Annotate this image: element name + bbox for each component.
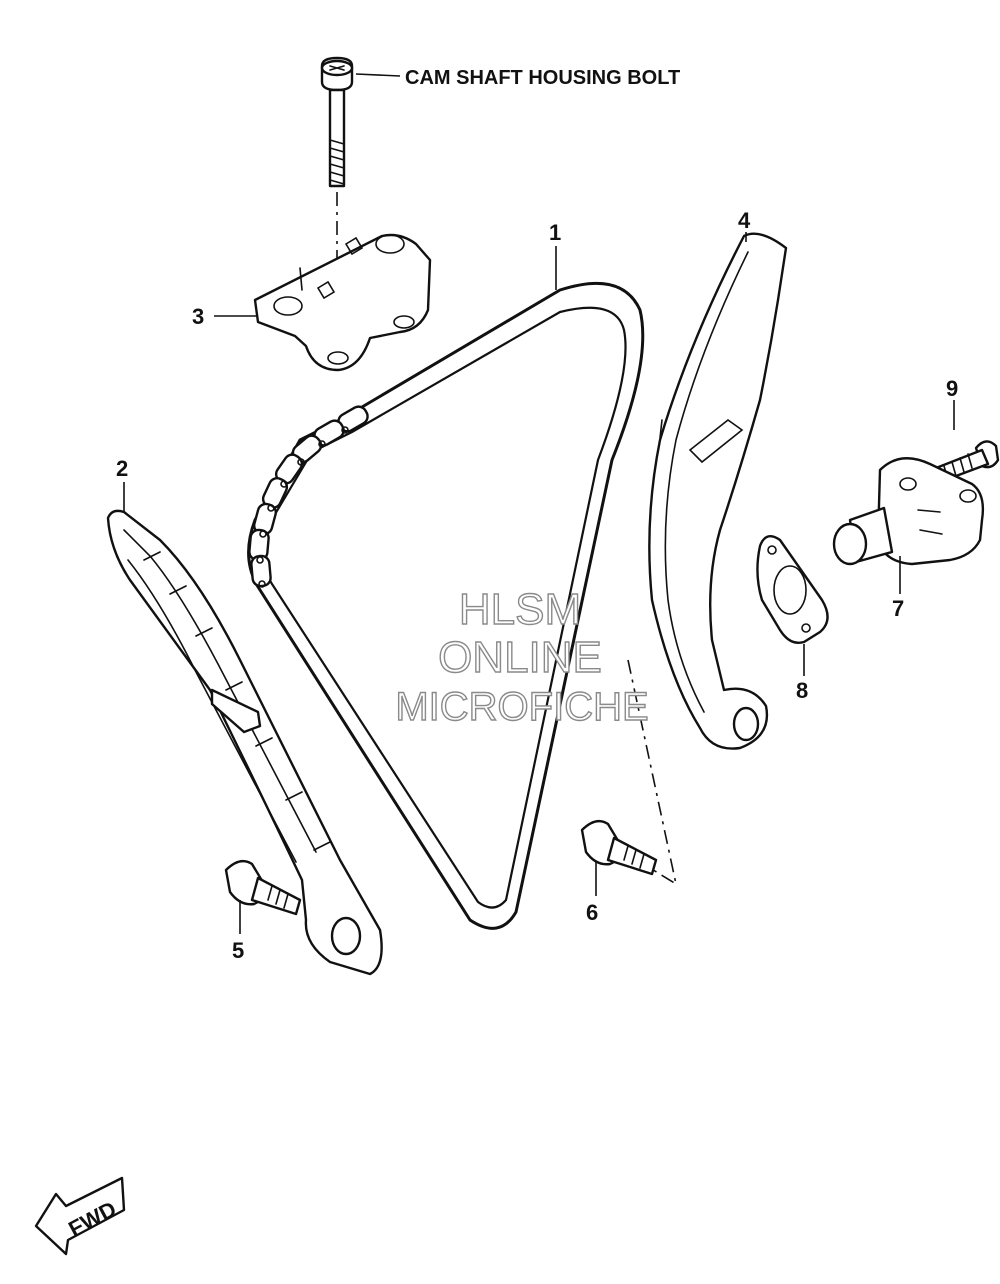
cam-chain	[247, 281, 645, 930]
cam-shaft-housing-bolt	[320, 56, 354, 188]
callout-2: 2	[116, 456, 128, 481]
callout-5: 5	[232, 938, 244, 963]
callout-8: 8	[796, 678, 808, 703]
watermark-line2: ONLINE	[438, 633, 602, 682]
tensioner-gasket	[756, 534, 829, 644]
guide-bolt-6	[580, 819, 658, 876]
cam-shaft-housing-bolt-label: CAM SHAFT HOUSING BOLT	[405, 67, 680, 89]
chain-tensioner-guide	[106, 509, 383, 976]
chain-guide-plate	[253, 233, 432, 372]
bolt-leader	[355, 73, 401, 77]
callout-7: 7	[892, 596, 904, 621]
watermark-line1: HLSM	[459, 585, 581, 634]
chain-tensioner-adjuster	[832, 457, 985, 566]
watermark: HLSM ONLINE MICROFICHE	[395, 584, 650, 729]
callout-6: 6	[586, 900, 598, 925]
callout-4: 4	[738, 208, 751, 233]
callout-3: 3	[192, 304, 204, 329]
callout-1: 1	[549, 220, 561, 245]
chain-links	[248, 405, 369, 588]
callout-9: 9	[946, 376, 958, 401]
guide-bolt-5	[224, 859, 302, 916]
chain-guide-right	[648, 232, 788, 750]
fwd-arrow-icon: FWD	[34, 1176, 126, 1256]
watermark-line3: MICROFICHE	[395, 685, 648, 729]
